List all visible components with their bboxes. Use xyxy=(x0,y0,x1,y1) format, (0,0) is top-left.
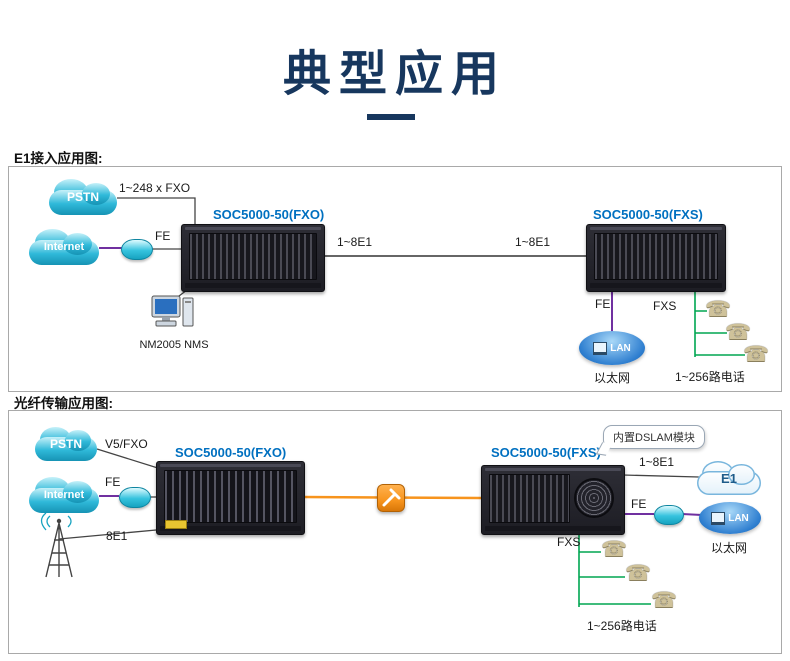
e1-right-label: 1~8E1 xyxy=(515,235,551,249)
soc-fxs-label: SOC5000-50(FXS) xyxy=(593,207,703,222)
internet-cloud-label: Internet xyxy=(43,241,85,253)
title-underline xyxy=(367,114,415,120)
fe-label-left: FE xyxy=(155,229,171,243)
fiber-node-icon xyxy=(377,484,405,512)
section2-heading: 光纤传输应用图: xyxy=(14,396,113,411)
router-icon xyxy=(121,239,153,260)
fan-icon xyxy=(574,478,614,518)
phone-icon: ☎ xyxy=(601,537,628,561)
e1-8-label: 8E1 xyxy=(106,529,128,543)
wire-pstn-device xyxy=(96,448,162,470)
ethernet-label: 以太网 xyxy=(711,541,748,555)
lan-pc-icon xyxy=(711,511,726,525)
dslam-callout: 内置DSLAM模块 xyxy=(603,425,705,449)
pstn-cloud: PSTN xyxy=(49,179,117,215)
soc-fxo-label: SOC5000-50(FXO) xyxy=(175,445,287,460)
wire-device-e1cloud xyxy=(622,474,700,478)
soc-fxs-label: SOC5000-50(FXS) xyxy=(491,445,601,460)
internet-cloud: Internet xyxy=(29,229,99,265)
device-label-tag xyxy=(165,520,187,529)
pstn-cloud-label: PSTN xyxy=(49,437,82,451)
fxs-label: FXS xyxy=(653,299,677,313)
card-slots xyxy=(489,474,570,523)
internet-cloud-label: Internet xyxy=(43,489,85,501)
page-title: 典型应用 xyxy=(282,48,507,101)
fxs-label: FXS xyxy=(557,535,581,549)
phone-icon: ☎ xyxy=(625,561,652,585)
lan-label: LAN xyxy=(610,342,631,354)
fiber-transmission-diagram: PSTN V5/FXO SOC5000-50(FXO) Internet FE … xyxy=(8,410,782,654)
soc5000-fxs-device xyxy=(481,465,625,535)
lan-pc-icon xyxy=(593,341,608,355)
phones-count-label: 1~256路电话 xyxy=(675,370,745,384)
soc5000-fxo-device xyxy=(181,224,325,292)
phones-count-label: 1~256路电话 xyxy=(587,619,657,633)
v5fxo-label: V5/FXO xyxy=(105,437,148,451)
router-icon xyxy=(119,487,151,508)
lan-ellipse: LAN xyxy=(579,331,645,365)
phone-icon: ☎ xyxy=(651,588,678,612)
antenna-tower-icon xyxy=(40,513,73,578)
pstn-cloud-label: PSTN xyxy=(66,190,99,204)
fe-label-right: FE xyxy=(595,297,611,311)
soc5000-fxo-device xyxy=(156,461,305,535)
router-icon xyxy=(654,505,684,525)
fxo-count-label: 1~248 x FXO xyxy=(119,181,191,195)
internet-cloud: Internet xyxy=(29,477,99,513)
e1-cloud-label: E1 xyxy=(721,470,737,486)
card-slots xyxy=(164,470,297,523)
card-slots xyxy=(594,233,718,280)
pstn-cloud: PSTN xyxy=(35,427,97,461)
ethernet-label: 以太网 xyxy=(594,371,631,385)
wire-fxo-bracket xyxy=(117,197,196,224)
fe-label-right: FE xyxy=(631,497,647,511)
e1-access-diagram: PSTN 1~248 x FXO SOC5000-50(FXO) Interne… xyxy=(8,166,782,392)
soc-fxo-label: SOC5000-50(FXO) xyxy=(213,207,325,222)
card-slots xyxy=(189,233,317,280)
fe-label-left: FE xyxy=(105,475,121,489)
lan-label: LAN xyxy=(728,512,749,524)
phone-icon: ☎ xyxy=(705,297,732,321)
nms-computer-icon xyxy=(151,295,194,327)
e1-cloud: E1 xyxy=(697,461,761,495)
soc5000-fxs-device xyxy=(586,224,726,292)
e1-link-label: 1~8E1 xyxy=(639,455,675,469)
lan-ellipse: LAN xyxy=(699,502,761,534)
section1-heading: E1接入应用图: xyxy=(14,151,103,166)
phone-icon: ☎ xyxy=(725,320,752,344)
nms-label: NM2005 NMS xyxy=(139,339,209,351)
phone-icon: ☎ xyxy=(743,342,770,366)
e1-left-label: 1~8E1 xyxy=(337,235,373,249)
